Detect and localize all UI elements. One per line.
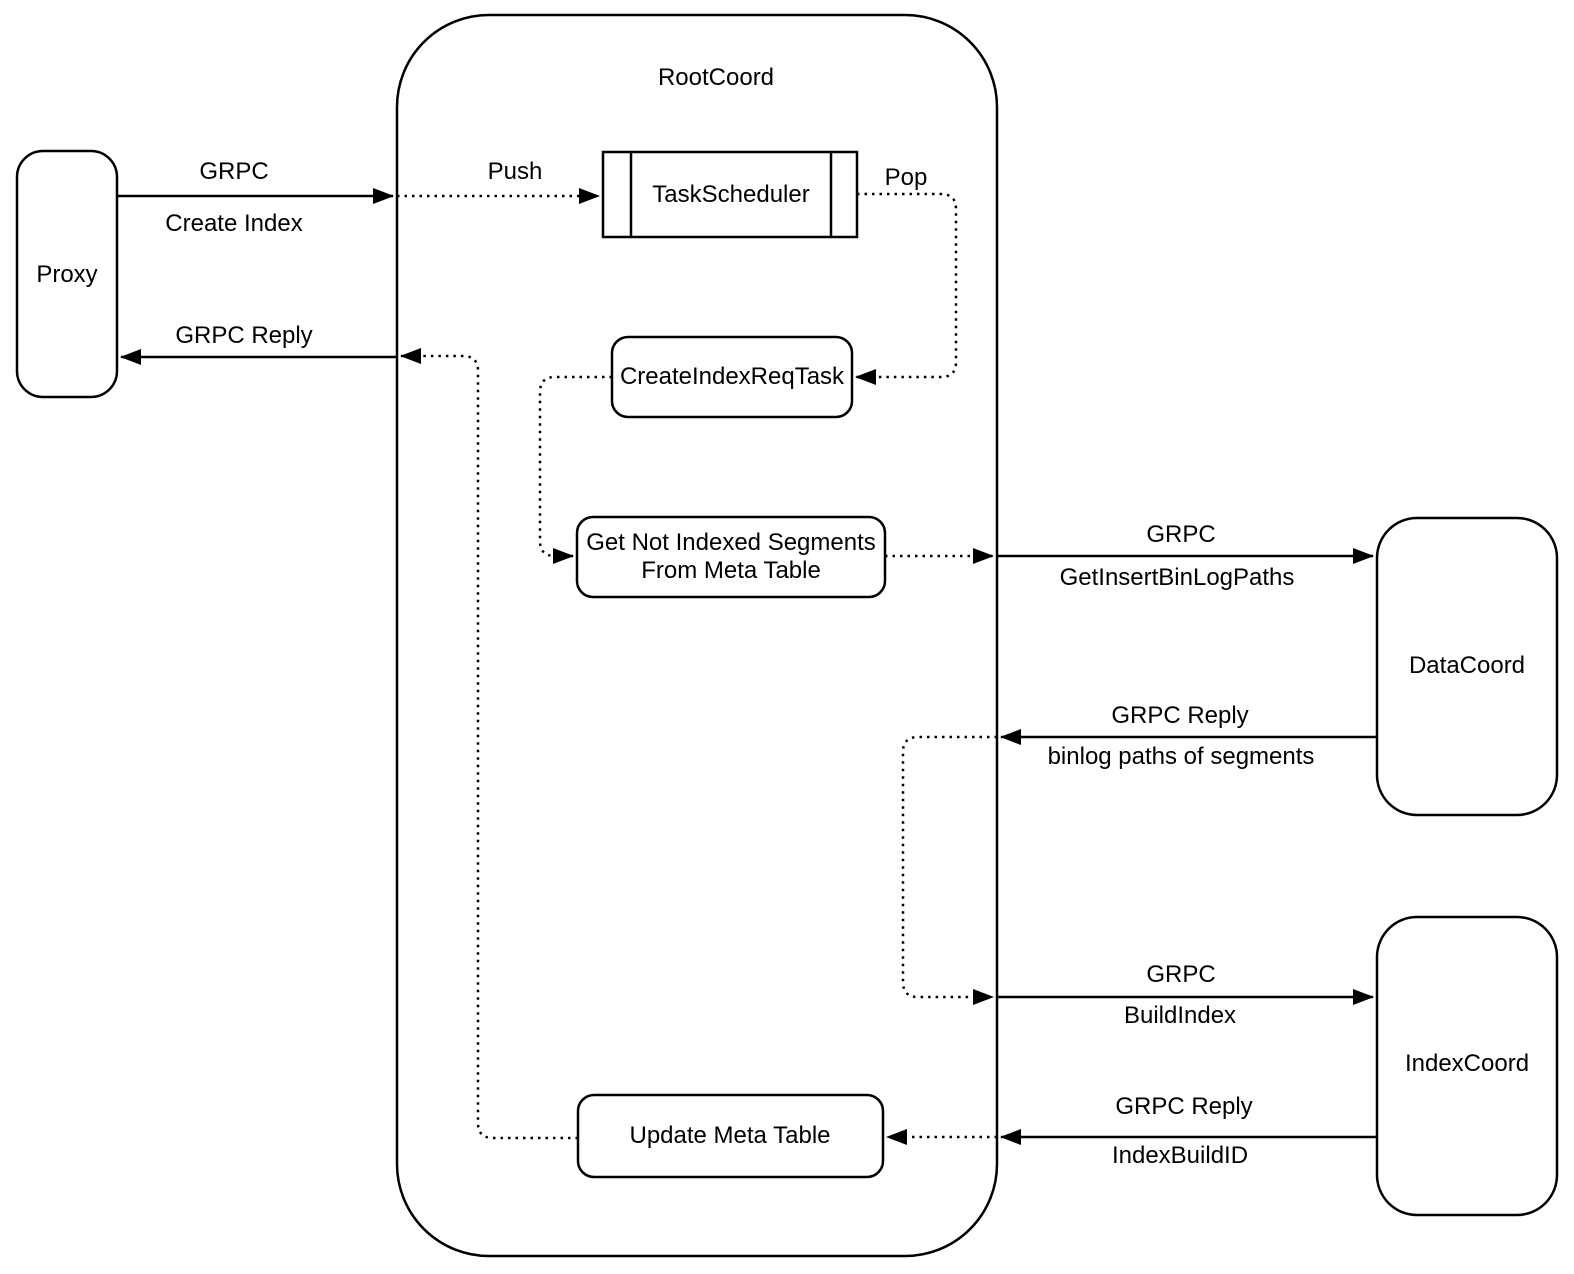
edge-label-reply-indexbuild-1: GRPC Reply xyxy=(1115,1093,1253,1120)
edge-label-grpc-create-index-2: Create Index xyxy=(165,210,303,237)
edge-loop-to-build-index xyxy=(901,735,997,1005)
edge-label-pop: Pop xyxy=(884,164,928,191)
create-index-req-task-label: CreateIndexReqTask xyxy=(619,363,845,390)
edge-label-reply-binlog-1: GRPC Reply xyxy=(1111,702,1249,729)
index-coord-label: IndexCoord xyxy=(1404,1050,1530,1077)
edge-get-segments xyxy=(538,375,612,564)
index-coord-node xyxy=(1375,915,1559,1217)
edge-label-build-index-2: BuildIndex xyxy=(1123,1002,1237,1029)
update-meta-table-label: Update Meta Table xyxy=(629,1122,831,1149)
edge-label-grpc-create-index-1: GRPC xyxy=(199,158,269,185)
proxy-label: Proxy xyxy=(36,261,98,288)
edge-label-build-index-1: GRPC xyxy=(1146,961,1216,988)
edge-label-getinsert-2: GetInsertBinLogPaths xyxy=(1059,564,1295,591)
edge-reply-loop xyxy=(400,348,578,1140)
edge-label-reply-indexbuild-2: IndexBuildID xyxy=(1111,1142,1249,1169)
task-scheduler-label: TaskScheduler xyxy=(652,181,810,208)
rootcoord-container xyxy=(395,13,999,1258)
rootcoord-title: RootCoord xyxy=(657,64,775,91)
proxy-node xyxy=(15,149,119,399)
update-meta-table-node xyxy=(576,1093,885,1179)
task-scheduler-node xyxy=(601,150,859,239)
data-coord-node xyxy=(1375,516,1559,817)
get-not-indexed-segments-label: Get Not Indexed Segments From Meta Table xyxy=(586,529,876,584)
edge-label-getinsert-1: GRPC xyxy=(1146,521,1216,548)
edge-label-grpc-reply-proxy: GRPC Reply xyxy=(175,322,313,349)
edge-label-push: Push xyxy=(487,158,543,185)
edge-label-reply-binlog-2: binlog paths of segments xyxy=(1047,743,1315,770)
data-coord-label: DataCoord xyxy=(1408,652,1526,679)
edge-pop xyxy=(855,192,958,385)
